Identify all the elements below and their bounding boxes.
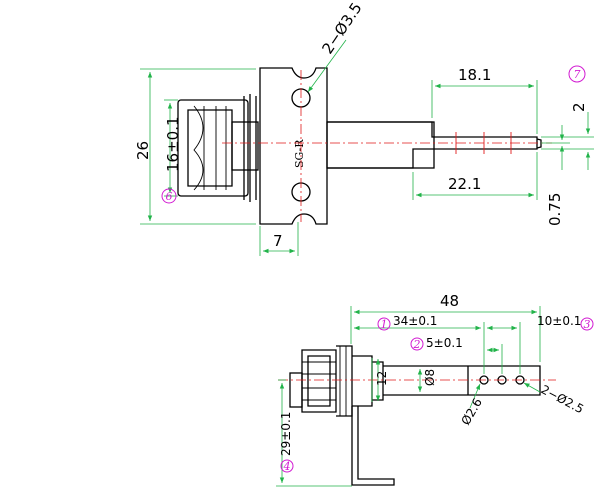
side-bracket — [351, 406, 395, 486]
dim-12: 12 — [375, 371, 389, 386]
dim-26: Ø2.6 — [458, 396, 484, 428]
dim-boss: 16±0.1 — [164, 116, 182, 172]
svg-text:2: 2 — [413, 338, 421, 351]
svg-text:4: 4 — [283, 460, 291, 473]
dim-total-height: 26 — [134, 141, 152, 160]
dim-shaft-from-body: 22.1 — [448, 175, 481, 193]
dim-body-width: 7 — [273, 232, 283, 250]
dim-10: 10±0.1 — [537, 314, 581, 328]
dim-8: Ø8 — [423, 369, 437, 386]
dim-hole: 2−Ø3.5 — [318, 0, 365, 57]
callout-2: 2 — [410, 337, 424, 351]
svg-text:3: 3 — [584, 318, 591, 331]
knob-cap — [177, 94, 259, 202]
dim-5: 5±0.1 — [426, 336, 463, 350]
body-mark: SG-R — [293, 139, 306, 168]
shaft — [326, 121, 542, 169]
callout-7: 7 — [568, 65, 586, 83]
dim-tip: 0.75 — [546, 193, 564, 226]
dim-34: 34±0.1 — [393, 314, 437, 328]
callout-6: 6 — [161, 188, 177, 204]
dim-holes: 2−Ø2.5 — [539, 382, 586, 416]
svg-text:6: 6 — [166, 190, 173, 203]
dim-shaft-len: 18.1 — [458, 66, 491, 84]
callout-3: 3 — [580, 317, 594, 331]
body-block: SG-R — [259, 67, 328, 225]
callout-1: 1 — [377, 317, 391, 331]
svg-text:1: 1 — [381, 318, 388, 331]
svg-text:7: 7 — [574, 68, 581, 81]
dim-bracket: 29±0.1 — [279, 412, 293, 456]
callout-4: 4 — [280, 459, 294, 473]
side-shaft — [372, 361, 541, 401]
side-knob-cap — [289, 345, 373, 417]
top-view: SG-R 26 16±0.1 2−Ø3. — [134, 0, 594, 256]
dim-flat-height: 2 — [570, 102, 588, 112]
dim-overall: 48 — [440, 292, 459, 310]
side-view: 48 34±0.1 10±0.1 5±0.1 12 Ø8 Ø2.6 — [276, 292, 594, 487]
